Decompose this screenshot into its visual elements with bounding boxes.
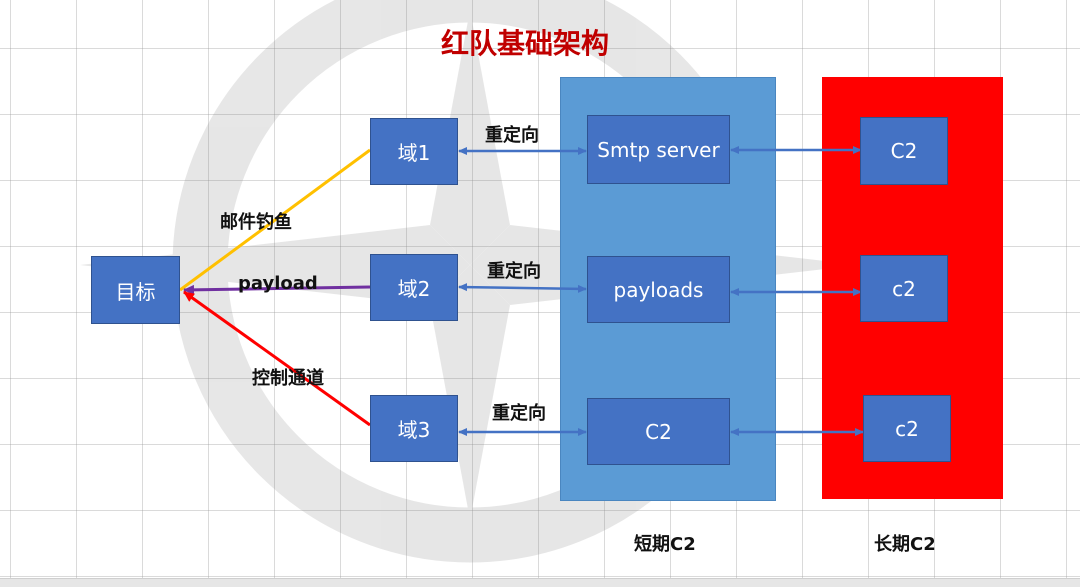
long-term-c2-caption: 长期C2 bbox=[874, 534, 936, 555]
long-c2-node-3: c2 bbox=[863, 395, 951, 462]
redirect-label-2: 重定向 bbox=[487, 261, 541, 282]
bottom-edge-bar bbox=[0, 578, 1080, 587]
smtp-server-node: Smtp server bbox=[587, 115, 730, 184]
control-arrow bbox=[183, 290, 371, 427]
long-c2-node-2: c2 bbox=[860, 255, 948, 322]
payload-arrow bbox=[183, 284, 371, 295]
phishing-label: 邮件钓鱼 bbox=[220, 212, 292, 233]
payloads-node: payloads bbox=[587, 256, 730, 323]
redirect-label-3: 重定向 bbox=[492, 403, 546, 424]
redirect-label-1: 重定向 bbox=[485, 125, 539, 146]
long-c2-node-1: C2 bbox=[860, 117, 948, 185]
payload-label: payload bbox=[238, 273, 318, 294]
domain-2-node: 域2 bbox=[370, 254, 458, 321]
redirect-arrow-2 bbox=[458, 283, 587, 293]
domain-3-node: 域3 bbox=[370, 395, 458, 462]
domain-1-node: 域1 bbox=[370, 118, 458, 185]
short-term-c2-caption: 短期C2 bbox=[634, 534, 696, 555]
phishing-line bbox=[179, 148, 371, 292]
diagram-title: 红队基础架构 bbox=[440, 27, 609, 60]
short-c2-node: C2 bbox=[587, 398, 730, 465]
control-channel-label: 控制通道 bbox=[252, 368, 324, 389]
target-node: 目标 bbox=[91, 256, 180, 324]
